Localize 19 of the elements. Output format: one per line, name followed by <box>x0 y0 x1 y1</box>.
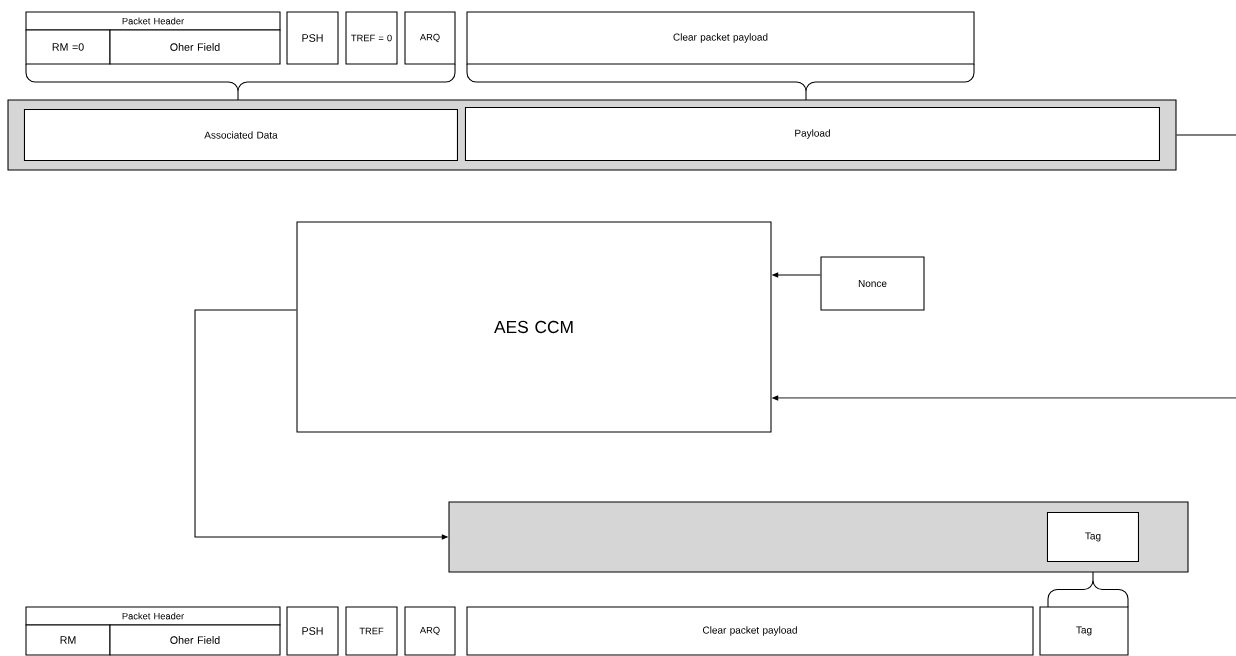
field-box: TREF <box>345 606 398 656</box>
field-box: PSH <box>286 11 339 65</box>
data-box: Payload <box>464 106 1160 161</box>
output-band <box>448 501 1189 573</box>
payload-box: Clear packet payload <box>466 11 975 65</box>
payload-box: Clear packet payload <box>466 606 1034 656</box>
field-cell: RM =0 <box>25 29 111 65</box>
input-box: Nonce <box>820 256 925 311</box>
process-box: AES CCM <box>296 221 772 433</box>
header-cell: Packet Header <box>25 11 281 31</box>
tag-box: Tag <box>1046 511 1139 562</box>
field-box: ARQ <box>404 11 456 65</box>
header-cell: Packet Header <box>25 606 281 626</box>
field-box: PSH <box>286 606 339 656</box>
field-cell: RM <box>25 624 111 656</box>
field-box: TREF = 0 <box>345 11 398 65</box>
data-box: Associated Data <box>23 108 458 161</box>
tag-box: Tag <box>1039 606 1129 656</box>
field-box: ARQ <box>404 606 456 656</box>
